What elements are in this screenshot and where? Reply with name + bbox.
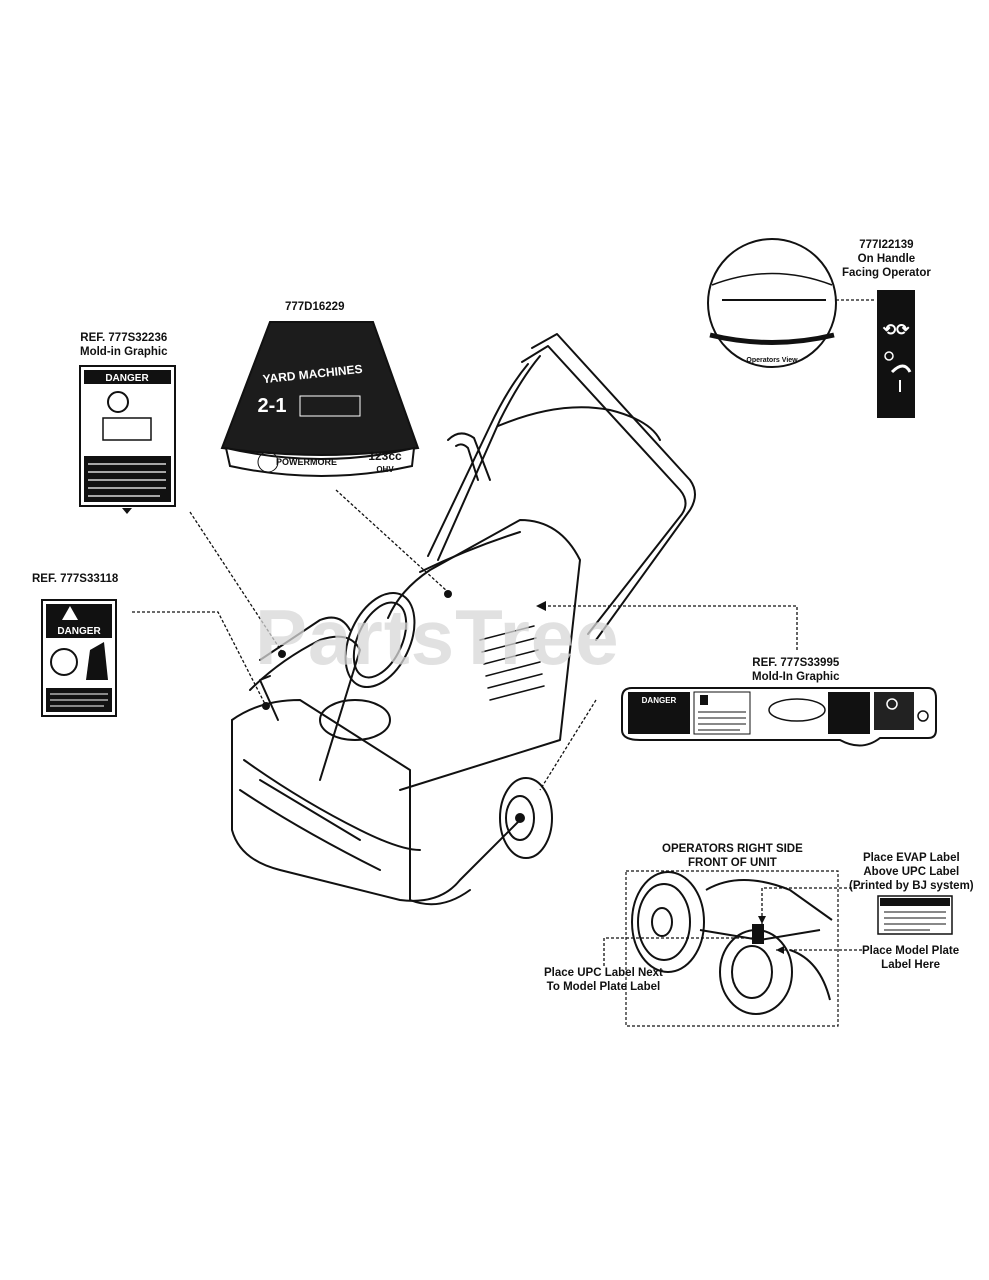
model-plate-line2: Label Here	[881, 959, 940, 971]
chute-danger-word: DANGER	[105, 373, 149, 384]
dash-decal: DANGER	[621, 687, 937, 747]
chute-direction-icon: ⟲⟳	[883, 322, 910, 339]
hood-engine-brand: POWERMORE	[276, 457, 337, 467]
upc-line2: To Model Plate Label	[546, 981, 661, 993]
auger-danger-decal: DANGER	[41, 599, 117, 717]
hood-model-text: 2-1	[258, 395, 287, 417]
model-plate-label-text: Place Model Plate Label Here	[862, 944, 959, 972]
evap-label-text: Place EVAP Label Above UPC Label (Printe…	[849, 851, 974, 893]
handle-decal	[877, 290, 915, 418]
right-side-line2: FRONT OF UNIT	[688, 857, 777, 869]
hood-decal-part: 777D16229	[285, 301, 345, 313]
chute-decal-ref: REF. 777S32236	[80, 332, 168, 344]
hood-decal: YARD MACHINES 2-1 POWERMORE 123cc OHV	[220, 321, 420, 477]
auger-decal-ref: REF. 777S33118	[32, 573, 119, 585]
upc-line1: Place UPC Label Next	[544, 967, 663, 979]
dash-decal-label: REF. 777S33995 Mold-In Graphic	[752, 656, 840, 684]
evap-line2: Above UPC Label	[863, 866, 960, 878]
hood-decal-label: 777D16229	[285, 300, 344, 314]
chute-decal-note: Mold-in Graphic	[80, 346, 168, 358]
off-icon	[884, 351, 894, 361]
handle-decal-line2: Facing Operator	[842, 267, 931, 279]
hood-cc-text: 123cc	[368, 449, 402, 463]
evap-line3: (Printed by BJ system)	[849, 880, 974, 892]
handle-decal-part: 777I22139	[859, 239, 914, 251]
dash-decal-note: Mold-In Graphic	[752, 671, 840, 683]
watermark: PartsTree	[255, 593, 620, 681]
handle-view-text: Operators View	[746, 357, 798, 364]
hood-ohv-text: OHV	[376, 465, 394, 474]
snow-thrower-drawing	[231, 333, 696, 906]
model-plate-line1: Place Model Plate	[862, 945, 960, 957]
chute-danger-decal: DANGER	[79, 365, 176, 514]
right-side-label: OPERATORS RIGHT SIDE FRONT OF UNIT	[662, 842, 803, 870]
leader-lines	[132, 489, 798, 791]
chute-decal-label: REF. 777S32236 Mold-in Graphic	[80, 331, 168, 359]
auger-danger-word: DANGER	[57, 626, 101, 637]
handle-decal-line1: On Handle	[857, 253, 916, 265]
right-side-detail	[603, 870, 953, 1027]
upc-label-text: Place UPC Label Next To Model Plate Labe…	[544, 966, 663, 994]
dash-decal-ref: REF. 777S33995	[752, 657, 840, 669]
handle-decal-label: 777I22139 On Handle Facing Operator	[842, 238, 931, 280]
right-side-line1: OPERATORS RIGHT SIDE	[662, 843, 803, 855]
auger-decal-label: REF. 777S33118	[32, 572, 118, 586]
dash-danger-word: DANGER	[642, 696, 677, 705]
handle-detail-callout: Operators View ⟲⟳	[707, 238, 915, 418]
evap-line1: Place EVAP Label	[862, 852, 960, 864]
